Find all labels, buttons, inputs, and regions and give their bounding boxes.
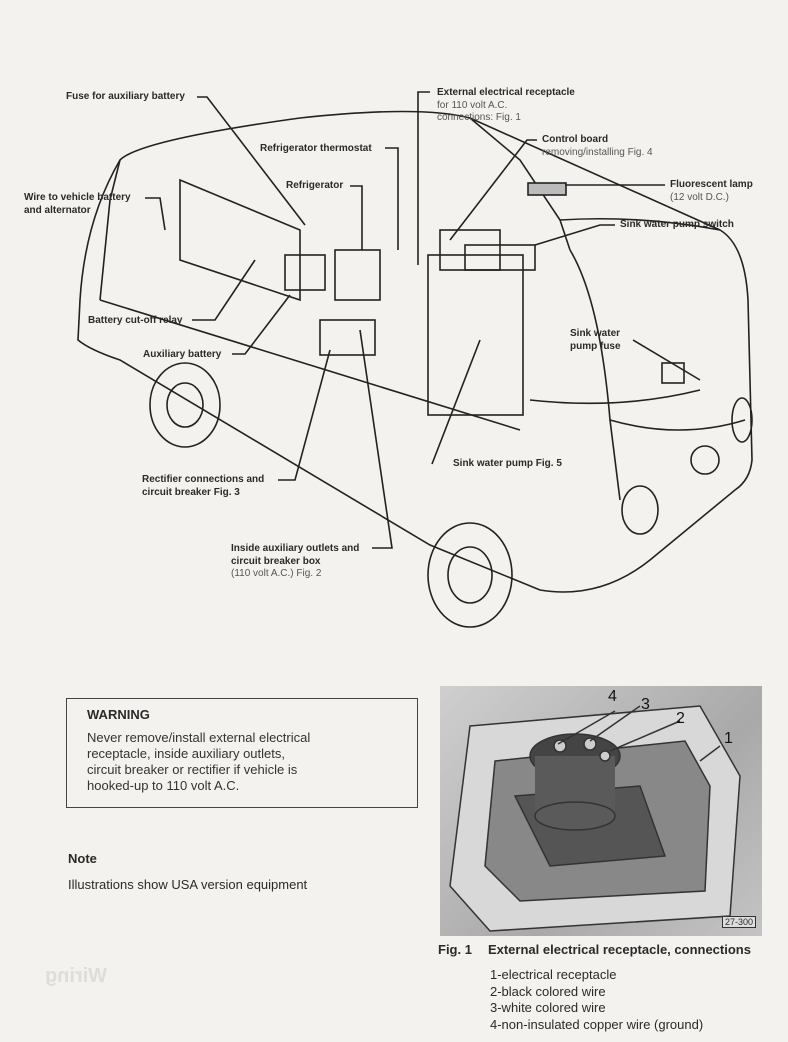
legend-item: 4-non-insulated copper wire (ground) (490, 1016, 704, 1032)
callout-1: 1 (724, 730, 733, 747)
van-wiring-illustration (77, 91, 753, 628)
label-battery-cutoff-relay: Battery cut-off relay (88, 315, 183, 326)
legend-item: 2-black colored wire (490, 983, 606, 999)
label-refrigerator-thermostat: Refrigerator thermostat (260, 143, 372, 154)
callout-3: 3 (641, 696, 650, 713)
photo-id: 27-300 (721, 916, 756, 928)
label-fluorescent-lamp: Fluorescent lamp(12 volt D.C.) (670, 179, 753, 203)
label-refrigerator: Refrigerator (286, 180, 344, 191)
callout-2: 2 (676, 710, 685, 727)
receptacle-illustration (449, 705, 741, 932)
figure1-photo: 4 3 2 1 27-300 (440, 686, 762, 936)
legend-item: 3-white colored wire (490, 1000, 606, 1015)
figure1-legend: 1-electrical receptacle 2-black colored … (490, 967, 703, 1033)
callout-4: 4 (608, 688, 617, 705)
label-sink-pump-switch: Sink water pump switch (620, 219, 734, 230)
legend-item: 1-electrical receptacle (490, 967, 617, 982)
note-title: Note (68, 851, 97, 866)
label-auxiliary-battery: Auxiliary battery (143, 349, 222, 360)
label-fuse-aux-battery: Fuse for auxiliary battery (66, 91, 185, 102)
warning-title: WARNING (87, 707, 150, 722)
warning-box: WARNING Never remove/install external el… (66, 698, 418, 808)
label-sink-pump: Sink water pump Fig. 5 (453, 458, 562, 469)
bleed-through-text: Wiring (45, 965, 108, 987)
note-text: Illustrations show USA version equipment (68, 877, 308, 892)
warning-text: Never remove/install external electrical… (87, 730, 311, 793)
